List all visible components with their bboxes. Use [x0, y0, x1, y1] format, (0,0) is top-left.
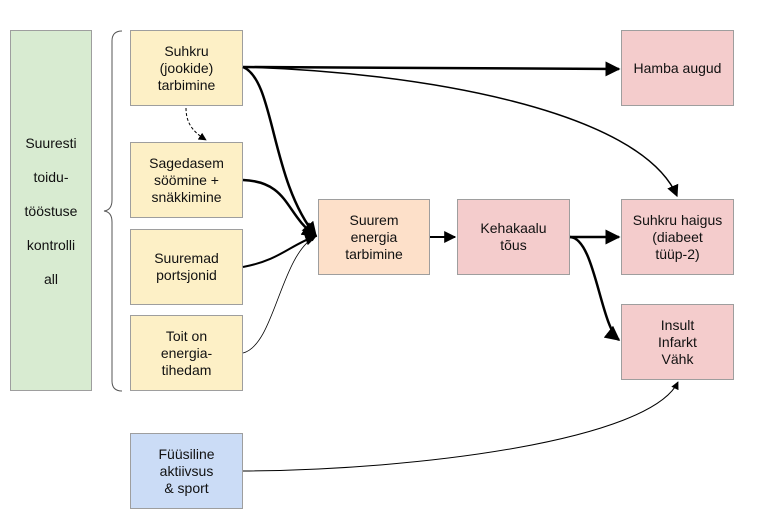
stroke-box: Insult Infarkt Vähk — [621, 304, 734, 380]
grouping-brace — [103, 30, 123, 392]
edge-snacking-to-energy — [242, 178, 318, 238]
sugar-drinks-box: Suhkru (jookide) tarbimine — [130, 30, 243, 106]
edge-sugar-to-snacking-dashed — [185, 107, 207, 141]
edge-sugar-to-tooth-decay — [242, 61, 621, 77]
diabetes-box: Suhkru haigus (diabeet tüüp-2) — [621, 199, 734, 275]
tooth-decay-box: Hamba augud — [621, 30, 734, 106]
edge-sugar-to-diabetes — [242, 66, 679, 198]
energy-dense-box: Toit on energia- tihedam — [130, 315, 243, 391]
edge-sugar-to-energy — [242, 65, 317, 238]
energy-intake-box: Suurem energia tarbimine — [318, 199, 430, 275]
ultra-processed-box: Suuresti toidu- tööstuse kontrolli all — [10, 30, 92, 391]
edge-activity-to-stroke — [242, 381, 679, 472]
weight-gain-box: Kehakaalu tõus — [457, 199, 570, 275]
edge-weight-to-stroke — [569, 235, 621, 341]
snacking-box: Sagedasem söömine + snäkkimine — [130, 142, 243, 218]
edge-energy-dense-to-energy — [242, 235, 317, 354]
portions-box: Suuremad portsjonid — [130, 229, 243, 305]
activity-box: Füüsiline aktiivsus & sport — [130, 433, 243, 509]
edge-portions-to-energy — [242, 233, 318, 268]
